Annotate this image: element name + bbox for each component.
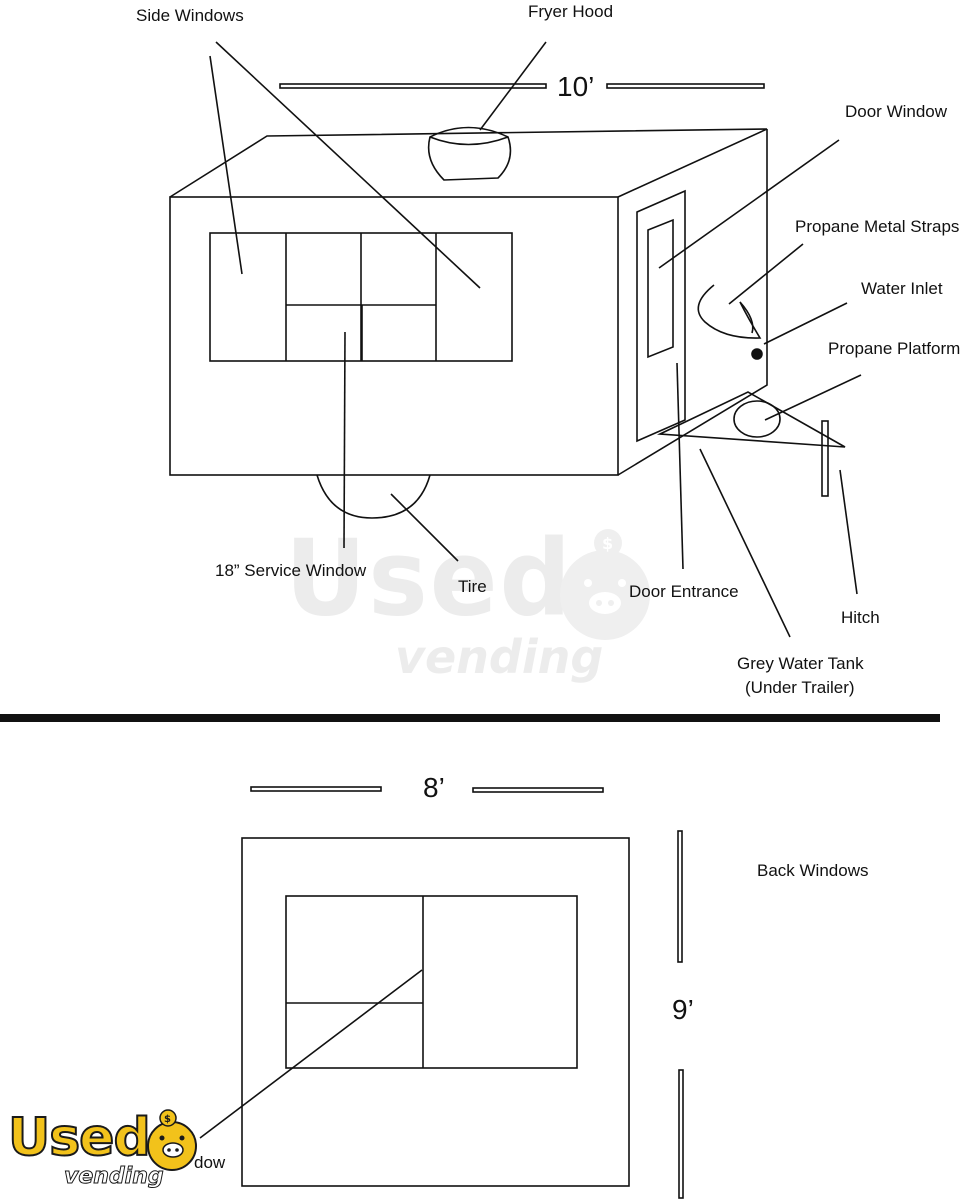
hitch bbox=[821, 420, 829, 497]
height-dimension-bar-bottom bbox=[678, 1069, 684, 1199]
label-hitch: Hitch bbox=[841, 608, 880, 627]
logo-vending-text: vending bbox=[64, 1164, 165, 1190]
svg-text:$: $ bbox=[602, 534, 613, 553]
label-grey-water-tank: Grey Water Tank bbox=[737, 654, 864, 673]
back-window-frame bbox=[285, 895, 578, 1069]
logo-used-text: Used bbox=[7, 1107, 152, 1169]
top-dimension-bar-left bbox=[279, 83, 547, 89]
propane-platform-frame bbox=[656, 391, 846, 448]
logo-pig-icon: $ bbox=[147, 1109, 197, 1171]
label-tire: Tire bbox=[458, 577, 487, 596]
used-vending-logo: Used vending $ bbox=[7, 1107, 208, 1198]
water-inlet bbox=[751, 348, 763, 360]
watermark-used-text: Used bbox=[285, 517, 574, 640]
trailer-roof-outline bbox=[169, 128, 768, 198]
label-grey-water-tank-note: (Under Trailer) bbox=[745, 678, 855, 697]
trailer-side-panel bbox=[169, 196, 619, 476]
label-water-inlet: Water Inlet bbox=[861, 279, 943, 298]
top-dimension-bar-right bbox=[606, 83, 765, 89]
door-window bbox=[647, 218, 674, 359]
label-door-window: Door Window bbox=[845, 102, 948, 121]
trailer-front-panel-outline bbox=[617, 129, 768, 476]
label-service-window: 18” Service Window bbox=[215, 561, 367, 580]
label-side-windows: Side Windows bbox=[136, 6, 244, 25]
height-dimension-bar-top bbox=[677, 830, 683, 963]
label-propane-metal-straps: Propane Metal Straps bbox=[795, 217, 960, 236]
back-height-dimension: 9’ bbox=[672, 994, 694, 1025]
label-back-windows: Back Windows bbox=[757, 861, 869, 880]
watermark-pig-icon: $ bbox=[560, 529, 650, 640]
label-door-entrance: Door Entrance bbox=[629, 582, 739, 601]
top-length-dimension: 10’ bbox=[557, 71, 595, 102]
back-panel bbox=[241, 837, 630, 1187]
label-propane-platform: Propane Platform bbox=[828, 339, 961, 358]
label-fryer-hood: Fryer Hood bbox=[528, 2, 614, 21]
propane-tank bbox=[733, 400, 781, 438]
fryer-hood bbox=[427, 126, 512, 181]
svg-text:$: $ bbox=[164, 1114, 171, 1125]
label-partial-window: dow bbox=[194, 1153, 226, 1172]
back-width-dimension: 8’ bbox=[423, 772, 445, 803]
section-divider bbox=[0, 714, 940, 722]
propane-metal-straps bbox=[697, 284, 762, 339]
tire bbox=[316, 474, 431, 519]
width-dimension-bar-right bbox=[472, 787, 604, 793]
watermark-vending-text: vending bbox=[395, 630, 604, 684]
door bbox=[636, 189, 686, 443]
width-dimension-bar-left bbox=[250, 786, 382, 792]
